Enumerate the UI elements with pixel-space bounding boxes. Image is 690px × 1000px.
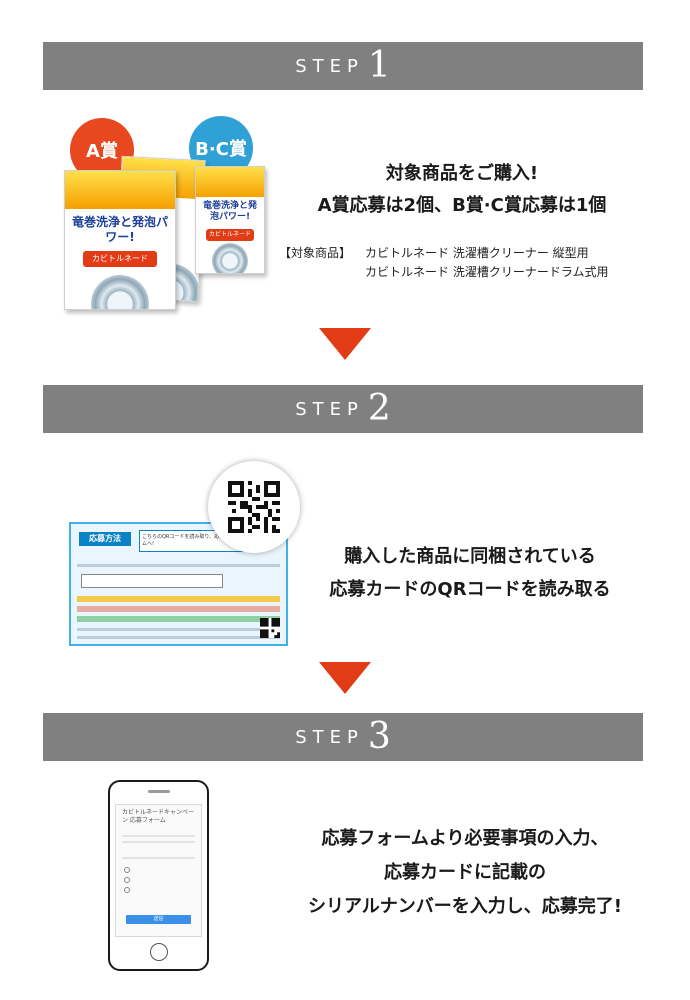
step3-text-line2: 応募カードに記載の: [384, 862, 546, 883]
step2-text-line2: 応募カードのQRコードを読み取る: [329, 579, 611, 600]
qr-code-icon: [228, 481, 280, 533]
step-label: STEP: [295, 726, 364, 748]
step-number: 1: [367, 45, 391, 86]
product-item-1: カビトルネード 洗濯槽クリーナー 縦型用: [365, 246, 589, 260]
package-title: 竜巻洗浄と発泡パワー!: [71, 215, 168, 244]
product-item-2: カビトルネード 洗濯槽クリーナードラム式用: [365, 265, 609, 279]
down-arrow-1: [319, 328, 371, 360]
entry-card: 応募方法 こちらのQRコードを読み取り、応募フォームへ!: [69, 522, 288, 646]
package-brand: カビトルネード: [83, 251, 157, 267]
form-title: カビトルネードキャンペーン 応募フォーム: [122, 809, 195, 824]
card-title: 応募方法: [79, 532, 131, 546]
target-products: 【対象商品】カビトルネード 洗濯槽クリーナー 縦型用 カビトルネード 洗濯槽クリ…: [279, 244, 608, 282]
step-3-header: STEP 3: [43, 713, 643, 761]
speaker-icon: [148, 790, 170, 793]
package-brand: カビトルネード: [206, 229, 254, 241]
package-title: 竜巻洗浄と発泡パワー!: [202, 201, 257, 223]
step1-headline: 対象商品をご購入! A賞応募は2個、B賞·C賞応募は1個: [272, 158, 652, 222]
step1-headline-line1: 対象商品をご購入!: [385, 163, 539, 184]
home-button-icon: [150, 943, 168, 961]
step3-text: 応募フォームより必要事項の入力、 応募カードに記載の シリアルナンバーを入力し、…: [265, 822, 665, 924]
step3-text-line1: 応募フォームより必要事項の入力、: [321, 828, 609, 849]
product-package-drum: 竜巻洗浄と発泡パワー! カビトルネード: [195, 166, 265, 274]
smartphone-illustration: カビトルネードキャンペーン 応募フォーム 送信: [108, 780, 209, 971]
step3-text-line3: シリアルナンバーを入力し、応募完了!: [307, 896, 623, 917]
step1-headline-line2: A賞応募は2個、B賞·C賞応募は1個: [317, 195, 607, 216]
step-number: 3: [367, 716, 391, 757]
step-label: STEP: [295, 55, 364, 77]
step-number: 2: [367, 388, 391, 429]
step-label: STEP: [295, 398, 364, 420]
qr-code-bubble: [208, 461, 300, 553]
form-submit-button: 送信: [126, 915, 191, 924]
step-1-header: STEP 1: [43, 42, 643, 90]
phone-screen: カビトルネードキャンペーン 応募フォーム 送信: [115, 804, 202, 937]
card-qr-icon: [260, 618, 280, 638]
product-package-vertical: 竜巻洗浄と発泡パワー! カビトルネード: [64, 170, 176, 310]
step-2-header: STEP 2: [43, 385, 643, 433]
products-label: 【対象商品】: [279, 246, 352, 260]
down-arrow-2: [319, 662, 371, 694]
serial-box: [81, 574, 223, 588]
step2-text-line1: 購入した商品に同梱されている: [344, 546, 596, 567]
step2-text: 購入した商品に同梱されている 応募カードのQRコードを読み取る: [300, 540, 640, 606]
